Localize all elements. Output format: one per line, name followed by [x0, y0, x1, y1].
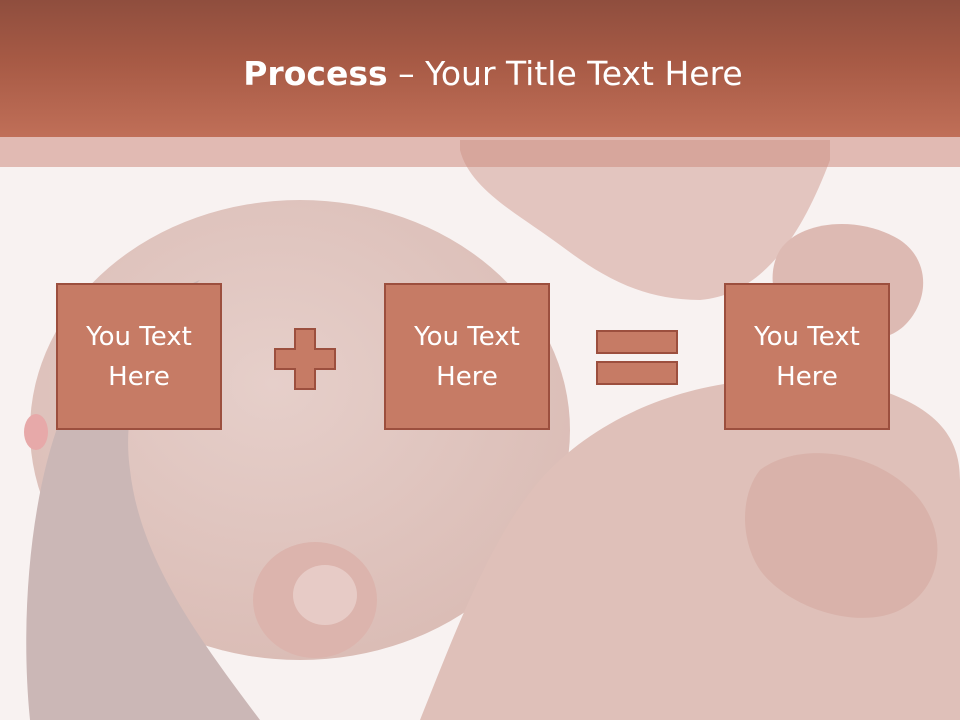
text-box-2[interactable]: You Text Here	[384, 283, 550, 430]
text-box-3[interactable]: You Text Here	[724, 283, 890, 430]
title-band	[0, 137, 960, 167]
plus-icon	[274, 328, 336, 390]
text-box-1-label: You Text Here	[86, 321, 192, 392]
equals-icon	[596, 330, 678, 385]
text-box-1[interactable]: You Text Here	[56, 283, 222, 430]
title-bar	[0, 0, 960, 137]
slide-title: Process – Your Title Text Here	[0, 52, 960, 96]
title-bold: Process	[243, 54, 388, 93]
title-rest: – Your Title Text Here	[387, 54, 743, 93]
text-box-2-label: You Text Here	[414, 321, 520, 392]
text-box-3-label: You Text Here	[754, 321, 860, 392]
